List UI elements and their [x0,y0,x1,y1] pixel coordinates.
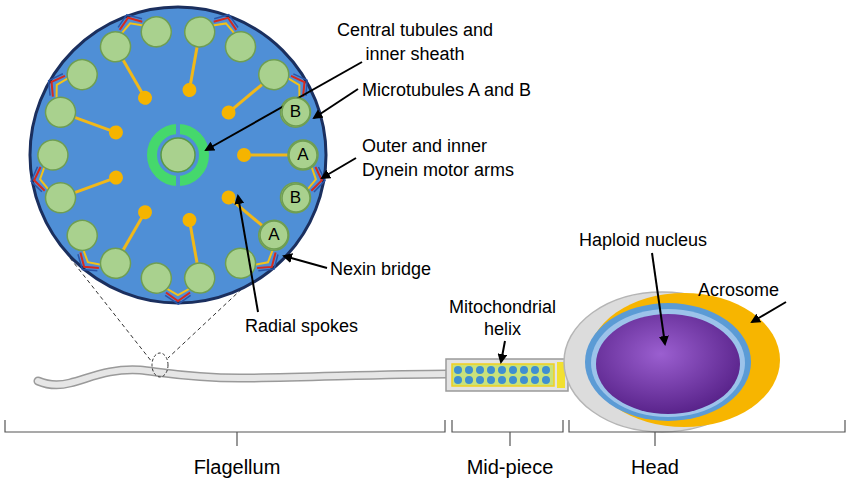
leader-arrow [206,62,362,150]
leader-arrow [752,302,786,322]
nucleus [596,314,740,414]
zoom-ring [152,353,168,377]
leader-arrow [501,341,505,362]
doublet [152,203,261,306]
doublet [237,97,325,192]
bracket [569,420,845,446]
central-tubule [161,138,195,172]
microtubule-circle: A [259,220,289,250]
sheath-gap [176,172,180,186]
callout-label: Nexin bridge [330,257,460,281]
leader-arrow [284,256,327,268]
doublet [131,0,240,103]
microtubule-circle: B [281,183,311,213]
microtubule-circle: A [288,140,318,170]
nuclear-envelope [585,303,751,421]
leader-arrow [314,89,358,118]
mitochondria-band [452,364,554,386]
callout-label: Acrosome [698,278,808,302]
microtubule-circle: B [281,97,311,127]
callout-label: Outer and inner Dynein motor arms [362,134,530,182]
bracket [5,420,445,446]
leader-arrow [238,196,258,312]
tubule-letter: A [288,140,318,170]
sheath-gap [176,124,180,138]
leader-arrow [322,158,356,178]
callout-label: Central tubules and inner sheath [335,18,495,66]
callout-label: Microtubules A and B [362,78,562,102]
tubule-letter: A [259,220,289,250]
flagellum-outline [38,370,448,385]
bracket [452,420,563,446]
cross-section [30,7,326,303]
mid-piece [446,359,568,391]
tubule-letter: B [281,97,311,127]
section-label: Head [585,455,725,479]
nuclear-layer [591,309,745,417]
callout-label: Haploid nucleus [563,228,723,252]
tubule-letter: B [281,183,311,213]
mitochondria [454,366,550,384]
doublet [72,188,198,312]
callout-label: Mitochondrial helix [445,296,560,340]
section-label: Flagellum [167,455,307,479]
callout-label: Radial spokes [245,314,385,338]
section-label: Mid-piece [440,455,580,479]
leader-arrow [652,253,665,344]
flagellum [38,370,448,385]
